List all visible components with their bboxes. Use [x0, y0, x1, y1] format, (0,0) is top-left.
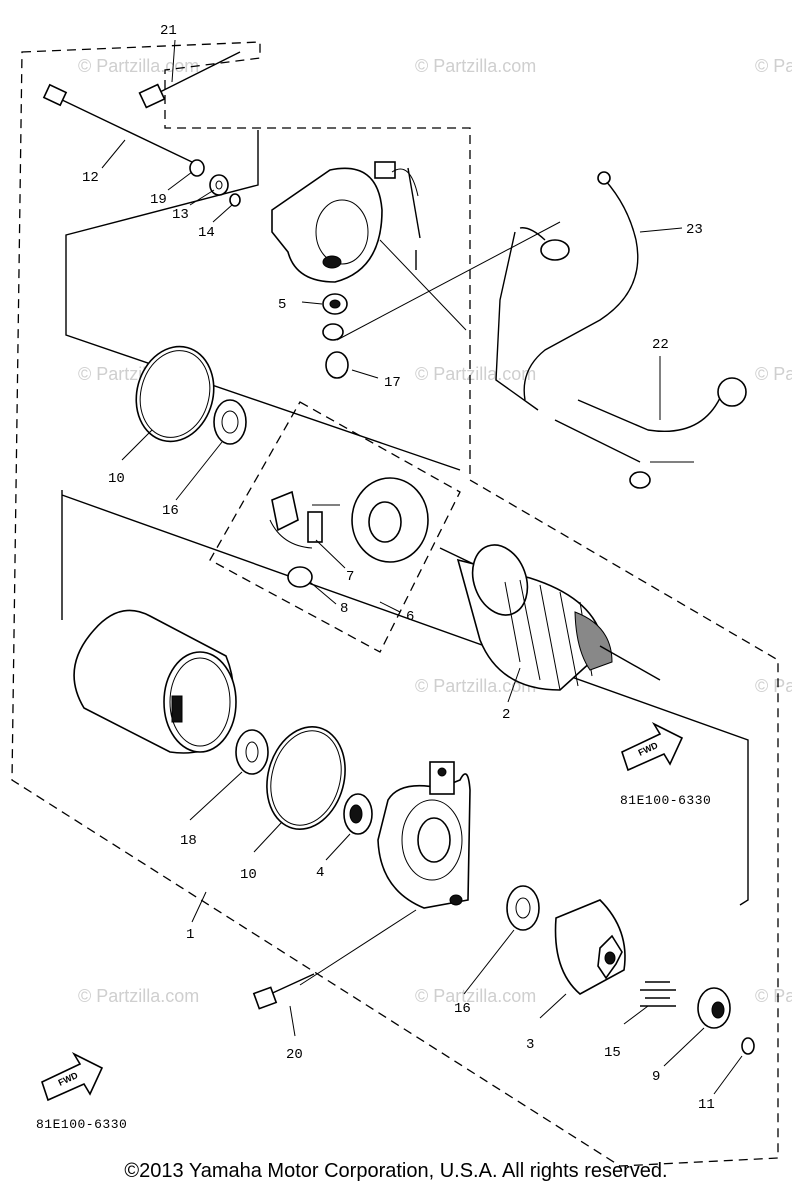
washer-18: [189, 729, 269, 821]
callout-2: 2: [502, 707, 510, 723]
fwd-arrow-lower: FWD: [41, 1052, 104, 1102]
callout-9: 9: [652, 1069, 660, 1085]
spring-15: [623, 981, 676, 1025]
washer-16-lower: [463, 885, 540, 995]
callout-13: 13: [172, 207, 189, 223]
watermark: © Partzilla.com: [755, 986, 792, 1006]
watermark: © Partzilla.com: [755, 676, 792, 696]
through-bolt-12: [42, 83, 193, 169]
brush-plate: [269, 477, 429, 613]
leader-1: [191, 891, 207, 923]
callout-11: 11: [698, 1097, 715, 1113]
yoke: [73, 609, 237, 754]
bolt-20: [252, 973, 315, 1037]
brush-holder-boundary: [209, 401, 461, 653]
washer-16-upper: [175, 399, 247, 501]
cable-23: [495, 171, 683, 411]
callout-23: 23: [686, 222, 703, 238]
callout-22: 22: [652, 337, 669, 353]
callout-8: 8: [340, 601, 348, 617]
watermark: © Partzilla.com: [755, 364, 792, 384]
bolt-21: [138, 39, 241, 109]
watermark: © Partzilla.com: [78, 56, 199, 76]
callout-17: 17: [384, 375, 401, 391]
callout-7: 7: [346, 569, 354, 585]
callout-12: 12: [82, 170, 99, 186]
callout-4: 4: [316, 865, 324, 881]
watermarks: © Partzilla.com © Partzilla.com © Partzi…: [78, 56, 792, 1006]
main-group-outline: [61, 490, 749, 906]
callout-3: 3: [526, 1037, 534, 1053]
watermark: © Partzilla.com: [415, 364, 536, 384]
front-cover: [299, 761, 471, 986]
callout-14: 14: [198, 225, 215, 241]
cable-22: [554, 356, 747, 489]
callout-21: 21: [160, 23, 177, 39]
watermark: © Partzilla.com: [415, 676, 536, 696]
watermark: © Partzilla.com: [78, 986, 199, 1006]
callout-19: 19: [150, 192, 167, 208]
callout-20: 20: [286, 1047, 303, 1063]
assembly-boundary: [11, 41, 779, 1167]
callout-1: 1: [186, 927, 194, 943]
clip-11: [713, 1037, 755, 1095]
callout-16-upper: 16: [162, 503, 179, 519]
callout-6: 6: [406, 609, 414, 625]
rear-group-outline: [65, 130, 461, 471]
bearing-4: [325, 793, 373, 861]
part-code-lower: 81E100-6330: [36, 1117, 127, 1132]
copyright-notice: ©2013 Yamaha Motor Corporation, U.S.A. A…: [124, 1160, 668, 1182]
part-code-upper: 81E100-6330: [620, 793, 711, 808]
oring-10-lower: [253, 726, 346, 853]
callout-10-upper: 10: [108, 471, 125, 487]
watermark: © Partzilla.com: [415, 56, 536, 76]
washers-19-13-14: [167, 159, 241, 223]
armature-2: [439, 544, 661, 703]
nuts-5-17: [301, 221, 561, 379]
collar-9: [663, 987, 731, 1067]
watermark: © Partzilla.com: [755, 56, 792, 76]
fwd-arrow-upper: FWD: [621, 722, 684, 772]
rear-cover: [271, 161, 467, 331]
callout-5: 5: [278, 297, 286, 313]
starter-clutch-3: [539, 899, 626, 1019]
callout-10-lower: 10: [240, 867, 257, 883]
watermark: © Partzilla.com: [415, 986, 536, 1006]
callout-16-lower: 16: [454, 1001, 471, 1017]
oring-10-upper: [121, 345, 215, 461]
callout-15: 15: [604, 1045, 621, 1061]
callout-18: 18: [180, 833, 197, 849]
callouts: 21 12 19 13 14 5 17 23 22 10 16 7 8 6 2 …: [82, 23, 715, 1113]
